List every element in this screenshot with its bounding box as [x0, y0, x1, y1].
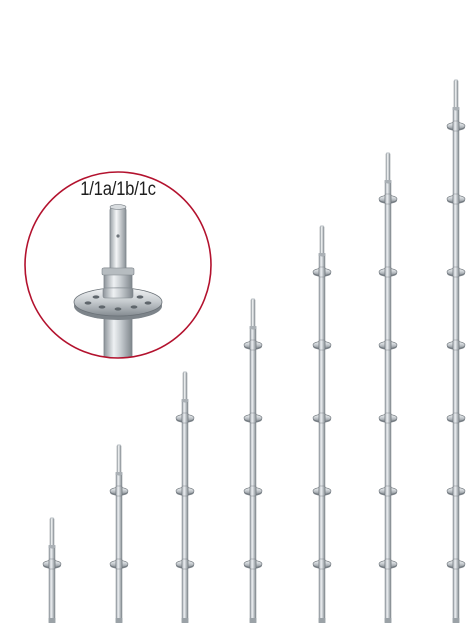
scaffold-standard-5	[312, 225, 332, 623]
rosette-collar	[318, 485, 326, 497]
rosette-collar	[384, 339, 392, 351]
tube	[249, 326, 257, 623]
tube	[452, 107, 460, 623]
rosette-collar	[452, 558, 460, 570]
spigot-cap	[320, 225, 324, 227]
zoom-spigot-cap	[109, 204, 127, 210]
zoom-rosette-hole	[114, 307, 122, 311]
spigot	[250, 298, 256, 330]
scaffold-standard-3	[175, 371, 195, 623]
tube-base	[384, 618, 392, 623]
rosette-collar	[318, 412, 326, 424]
callout-label: 1/1a/1b/1c	[80, 179, 156, 200]
rosette-collar	[249, 485, 257, 497]
spigot	[385, 152, 391, 184]
spigot-cap	[251, 298, 255, 300]
scaffold-standard-2	[109, 444, 129, 623]
zoom-rosette-hole	[144, 301, 152, 305]
detail-callout	[24, 171, 212, 359]
rosette-collar	[452, 485, 460, 497]
tube-base	[249, 618, 257, 623]
rosette-collar	[181, 485, 189, 497]
rosette-collar	[249, 339, 257, 351]
rosette-collar	[452, 193, 460, 205]
tube-shoulder	[249, 326, 257, 329]
tube-shoulder	[452, 107, 460, 110]
zoom-collar	[102, 287, 134, 299]
scaffold-standard-1	[42, 517, 62, 623]
rosette-collar	[384, 558, 392, 570]
rosette-collar	[181, 412, 189, 424]
scaffold-standard-6	[378, 152, 398, 623]
rosette-collar	[48, 558, 56, 570]
rosette-collar	[452, 339, 460, 351]
tube-base	[318, 618, 326, 623]
tube-base	[181, 618, 189, 623]
zoom-shoulder	[101, 267, 135, 276]
callout-ring	[24, 171, 212, 359]
rosette-collar	[452, 266, 460, 278]
rosette-collar	[181, 558, 189, 570]
rosette-collar	[384, 266, 392, 278]
rosette-collar	[249, 558, 257, 570]
zoom-rosette-hole	[130, 305, 138, 309]
spigot-cap	[50, 517, 54, 519]
spigot-cap	[183, 371, 187, 373]
tube-shoulder	[181, 399, 189, 402]
rosette-collar	[452, 412, 460, 424]
spigot	[182, 371, 188, 403]
rosette-collar	[384, 485, 392, 497]
zoom-spigot-hole	[116, 234, 120, 238]
zoom-rosette-hole	[84, 301, 92, 305]
callout-zoom-detail	[73, 204, 163, 358]
rosette-collar	[115, 485, 123, 497]
zoom-spigot	[109, 206, 127, 274]
tube-shoulder	[384, 180, 392, 183]
spigot-cap	[386, 152, 390, 154]
scaffold-standard-4	[243, 298, 263, 623]
tube-shoulder	[115, 472, 123, 475]
rosette-collar	[318, 558, 326, 570]
spigot	[49, 517, 55, 549]
rosette-collar	[318, 339, 326, 351]
rosette-collar	[318, 266, 326, 278]
tube	[48, 545, 56, 623]
rosette-collar	[452, 120, 460, 132]
spigot	[116, 444, 122, 476]
tube	[384, 180, 392, 623]
spigot	[453, 79, 459, 111]
zoom-rosette-hole	[136, 295, 144, 299]
rosette-collar	[115, 558, 123, 570]
tube-shoulder	[48, 545, 56, 548]
tube-base	[115, 618, 123, 623]
zoom-rosette-hole	[92, 295, 100, 299]
tube-base	[48, 618, 56, 623]
zoom-rosette-hole	[98, 305, 106, 309]
spigot-cap	[454, 79, 458, 81]
scaffold-standard-7	[446, 79, 466, 623]
rosette-collar	[384, 193, 392, 205]
tube-base	[452, 618, 460, 623]
tube	[181, 399, 189, 623]
spigot	[319, 225, 325, 257]
rosette-collar	[249, 412, 257, 424]
standards-group	[42, 79, 466, 623]
rosette-collar	[384, 412, 392, 424]
spigot-cap	[117, 444, 121, 446]
tube-shoulder	[318, 253, 326, 256]
